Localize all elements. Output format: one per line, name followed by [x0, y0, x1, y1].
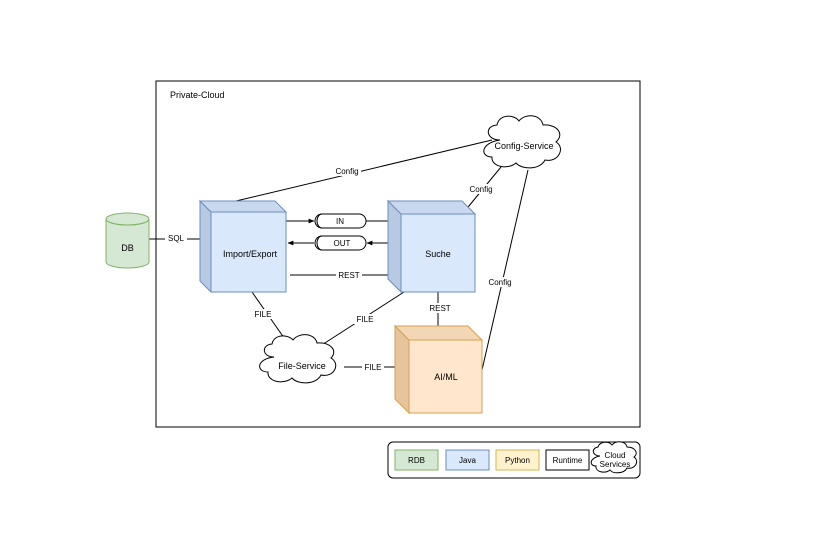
- out-queue-node: OUT: [314, 235, 367, 251]
- private-cloud-label: Private-Cloud: [170, 90, 225, 100]
- edge-config-import: [235, 139, 493, 202]
- legend-rdb-label: RDB: [408, 456, 425, 465]
- in-queue-label: IN: [336, 217, 344, 226]
- legend-rdb-swatch: [394, 449, 439, 471]
- config-service-label: Config-Service: [494, 141, 553, 151]
- file-aiml-label: FILE: [365, 363, 382, 372]
- legend-java-label: Java: [459, 456, 476, 465]
- rest-suche-aiml-label: REST: [429, 304, 450, 313]
- legend-python-label: Python: [505, 456, 530, 465]
- aiml-node: AI/ML: [393, 324, 484, 415]
- edge-config-aiml: [481, 169, 529, 371]
- db-node: DB: [105, 212, 150, 269]
- config-aiml-label: Config: [488, 278, 511, 287]
- in-queue-node: IN: [314, 213, 367, 229]
- legend-cloud-label-line2: Services: [600, 460, 631, 469]
- edge-labels: Config Config Config SQL REST REST FILE …: [165, 166, 514, 372]
- legend-cloud-swatch: [590, 441, 638, 474]
- import-export-label: Import/Export: [223, 249, 278, 259]
- legend-java-swatch: [445, 449, 490, 471]
- file-service-node: File-Service: [259, 334, 337, 384]
- suche-node: Suche: [386, 199, 477, 294]
- suche-label: Suche: [425, 249, 451, 259]
- config-suche-label: Config: [469, 185, 492, 194]
- db-label: DB: [121, 243, 134, 253]
- file-suche-label: FILE: [357, 315, 374, 324]
- sql-label: SQL: [168, 234, 185, 243]
- legend-python-swatch: [495, 449, 540, 471]
- legend-runtime-swatch: [545, 449, 590, 471]
- file-service-label: File-Service: [278, 361, 326, 371]
- config-service-node: Config-Service: [483, 115, 561, 169]
- file-import-label: FILE: [255, 310, 272, 319]
- legend: RDB Java Python Runtime Cloud Services: [387, 441, 641, 479]
- config-import-label: Config: [335, 167, 358, 176]
- legend-runtime-label: Runtime: [553, 456, 583, 465]
- legend-cloud-label-line1: Cloud: [605, 451, 626, 460]
- out-queue-label: OUT: [334, 239, 351, 248]
- import-export-node: Import/Export: [198, 199, 288, 294]
- aiml-label: AI/ML: [434, 372, 458, 382]
- rest-import-suche-label: REST: [338, 271, 359, 280]
